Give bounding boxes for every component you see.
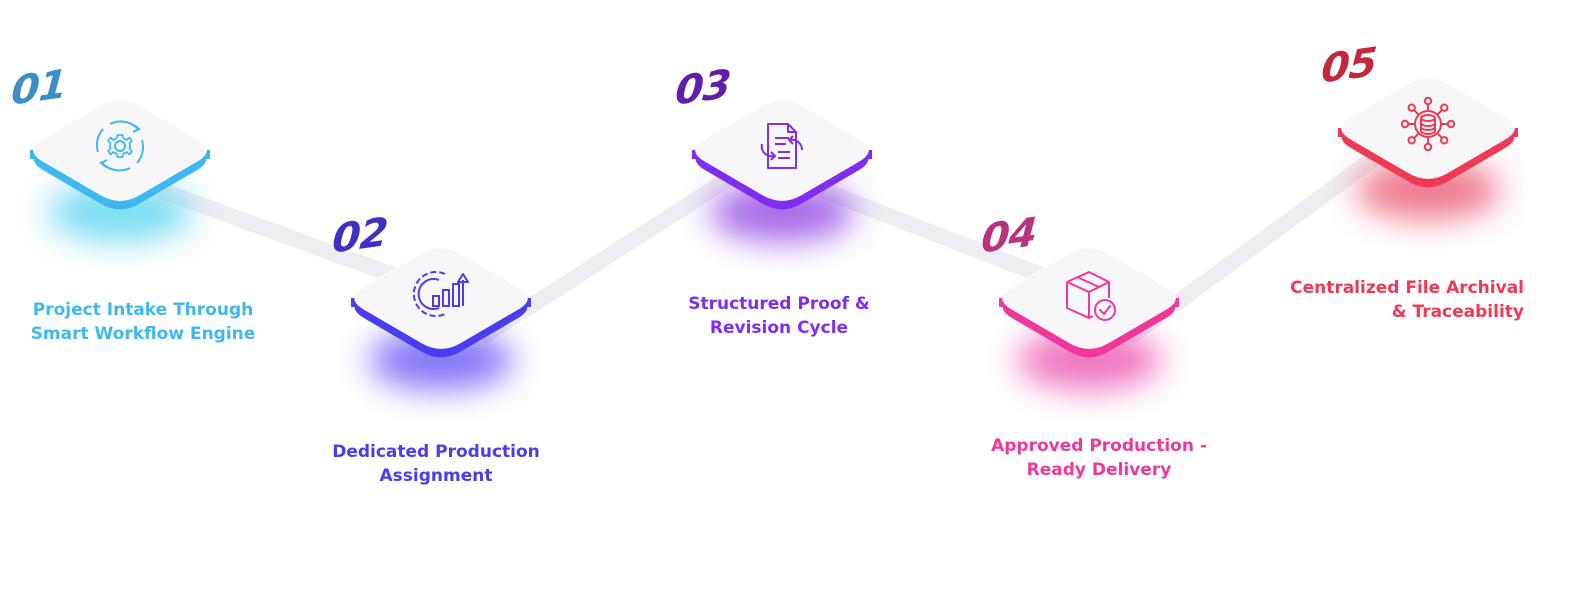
step-02-card-face: [354, 247, 528, 349]
step-card-03: [692, 99, 872, 210]
step-number-03: 03: [673, 61, 732, 115]
step-label-05: Centralized File Archival & Traceability: [1224, 276, 1524, 324]
step-label-05-line1: Centralized File Archival: [1290, 278, 1524, 298]
step-label-03-line2: Revision Cycle: [709, 318, 849, 338]
database-network-icon: [1400, 96, 1456, 152]
step-label-03-line1: Structured Proof &: [688, 294, 870, 314]
step-label-02-line1: Dedicated Production: [332, 442, 540, 462]
gear-chart-growth-icon: [412, 271, 469, 317]
document-revision-icon: [760, 123, 804, 169]
step-number-04: 04: [979, 209, 1038, 263]
step-04-glow: [1017, 330, 1161, 390]
step-05-card-face: [1341, 77, 1515, 179]
package-check-icon: [1066, 271, 1116, 321]
step-card-01: [30, 99, 210, 210]
step-03-card-face: [695, 99, 869, 201]
step-label-02: Dedicated Production Assignment: [286, 440, 586, 488]
step-number-02: 02: [330, 209, 389, 263]
step-01-glow: [48, 182, 192, 242]
step-label-04-line2: Ready Delivery: [1026, 460, 1172, 480]
step-label-01: Project Intake Through Smart Workflow En…: [0, 298, 293, 346]
step-label-01-line1: Project Intake Through: [32, 300, 254, 320]
step-card-04: [999, 247, 1179, 358]
step-label-02-line2: Assignment: [379, 466, 493, 486]
step-card-02: [351, 247, 531, 358]
connector-3-4: [819, 182, 1052, 286]
step-label-05-line2: & Traceability: [1391, 302, 1524, 322]
gear-cycle-icon: [95, 120, 145, 172]
step-label-04-line1: Approved Production -: [991, 436, 1207, 456]
step-label-01-line2: Smart Workflow Engine: [30, 324, 256, 344]
step-05-glow: [1356, 160, 1500, 220]
step-number-01: 01: [9, 61, 68, 115]
step-label-03: Structured Proof & Revision Cycle: [629, 292, 929, 340]
connector-1-2: [157, 182, 404, 286]
step-card-05: [1338, 77, 1518, 188]
step-03-glow: [710, 182, 854, 242]
step-label-04: Approved Production - Ready Delivery: [949, 434, 1249, 482]
step-number-05: 05: [1319, 39, 1378, 93]
step-02-glow: [369, 330, 513, 390]
